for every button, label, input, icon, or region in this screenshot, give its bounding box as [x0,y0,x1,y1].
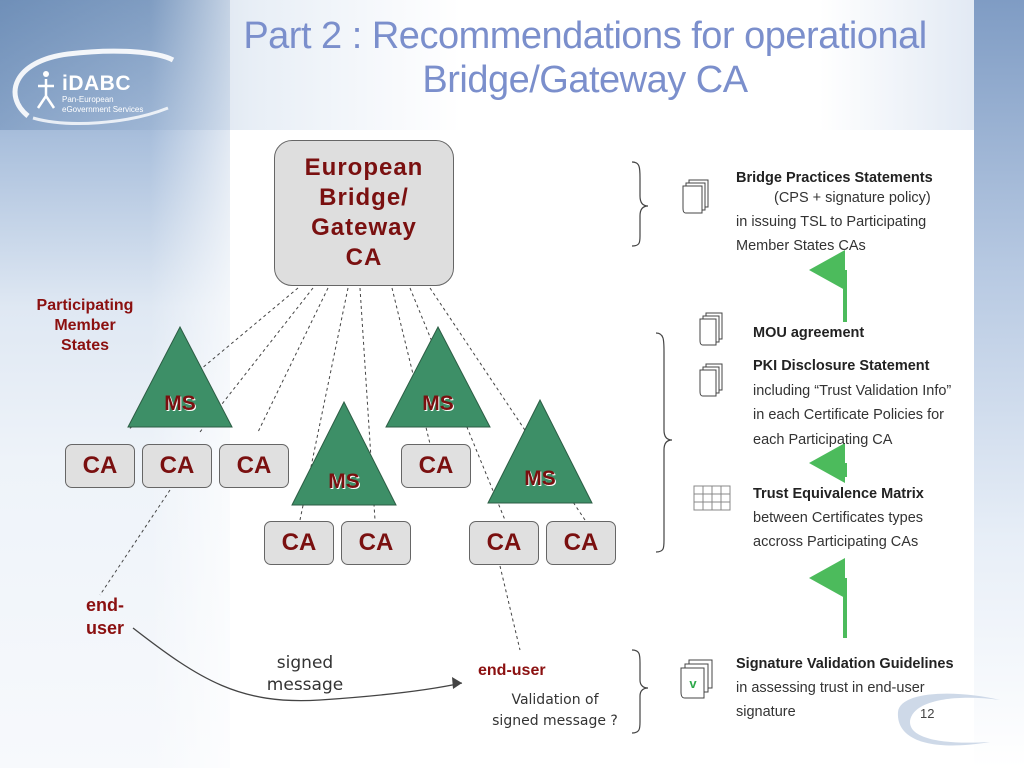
bridge-box-line-1: European [304,154,424,181]
ca-box: CA [142,444,212,488]
document-icon [699,312,723,346]
svg-text: Signature Validation Guidelines in asses… [736,652,954,724]
brace-ms-docs [655,332,673,553]
bridge-box-line-3: Gateway [311,214,417,241]
ms-triangle [127,325,233,428]
background-right-gradient [974,0,1024,768]
slide-title-line-2: Bridge/Gateway CA [422,59,748,101]
brace-validation [631,649,649,734]
end-user-left-label: end- user [70,594,140,640]
validation-line-1: Validation of [511,692,599,708]
pki-title: PKI Disclosure Statement [753,358,930,374]
european-bridge-gateway-ca: European Bridge/ Gateway CA [274,140,454,286]
document-check-icon [680,659,713,699]
ca-box: CA [401,444,471,488]
slide-title: Part 2 : Recommendations for operational… [230,14,940,102]
document-icon [699,363,723,397]
signed-message-line-2: message [266,675,344,695]
end-user-mid-label: end-user [478,662,546,679]
tem-line-2: accross Participating CAs [753,534,919,550]
ms-label: MS [524,467,556,490]
dashed-link-end-user [499,565,521,651]
validation-question-label: Validation of signed message ? [472,690,638,732]
pki-line-2: in each Certificate Policies for [753,407,944,423]
dashed-link-end-user [99,489,171,596]
end-user-line-2: user [85,618,125,638]
participating-line-2: Member [54,317,116,334]
validation-line-2: signed message ? [492,713,618,729]
brace-bps [631,161,649,247]
page-number: 12 [920,706,935,721]
check-mark-v: v [689,676,697,691]
signed-message-line-1: signed [276,653,334,673]
mou-title: MOU agreement [753,325,865,341]
ms-label: MS [328,470,360,493]
document-icon [682,179,709,214]
svg-title: Signature Validation Guidelines [736,656,954,672]
ca-box: CA [469,521,539,565]
dashed-link [127,287,299,431]
ca-box: CA [546,521,616,565]
bps-line-3: Member States CAs [736,238,866,254]
signed-message-arrowhead [452,677,462,689]
tem-title: Trust Equivalence Matrix [753,486,924,502]
participating-line-3: States [60,337,110,354]
ca-box: CA [219,444,289,488]
ms-label: MS [422,392,454,415]
pki-line-1: including “Trust Validation Info” [753,382,952,399]
logo-subtitle-2: eGovernment Services [62,105,144,114]
ms-triangle [487,398,593,504]
ms-label: MS [164,392,196,415]
ca-box: CA [341,521,411,565]
pki-line-3: each Participating CA [753,431,893,448]
participating-line-1: Participating [36,297,134,314]
ms-triangle [291,400,397,506]
dashed-link [429,287,586,521]
logo-name: iDABC [62,72,131,95]
dashed-link [257,287,329,433]
signed-message-arrow [132,627,463,702]
slide-title-line-1: Part 2 : Recommendations for operational [243,15,927,57]
background-top-gradient [0,0,1024,130]
bridge-box-line-2: Bridge/ [319,184,409,211]
logo-subtitle-1: Pan-European [62,95,114,104]
bps-line-2: in issuing TSL to Participating [736,214,927,230]
bps-line-1: (CPS + signature policy) [774,190,931,206]
ca-box: CA [65,444,135,488]
tem-line-1: between Certificates types [753,510,924,526]
tem-text: Trust Equivalence Matrix between Certifi… [753,482,924,554]
signed-message-label: signed message [250,652,360,696]
ms-triangle [385,325,491,428]
bridge-box-line-4: CA [345,244,383,271]
mou-text: MOU agreement [753,321,864,345]
bps-text: Bridge Practices Statements (CPS + signa… [736,166,933,258]
idabc-logo-icon [12,48,175,125]
end-user-line-1: end- [86,595,124,615]
matrix-grid-icon [693,485,731,511]
participating-member-states-label: Participating Member States [20,296,150,356]
pki-text: PKI Disclosure Statement including “Trus… [753,354,951,452]
ca-box: CA [264,521,334,565]
bps-title: Bridge Practices Statements [736,170,933,186]
page-swoosh [897,693,1000,746]
